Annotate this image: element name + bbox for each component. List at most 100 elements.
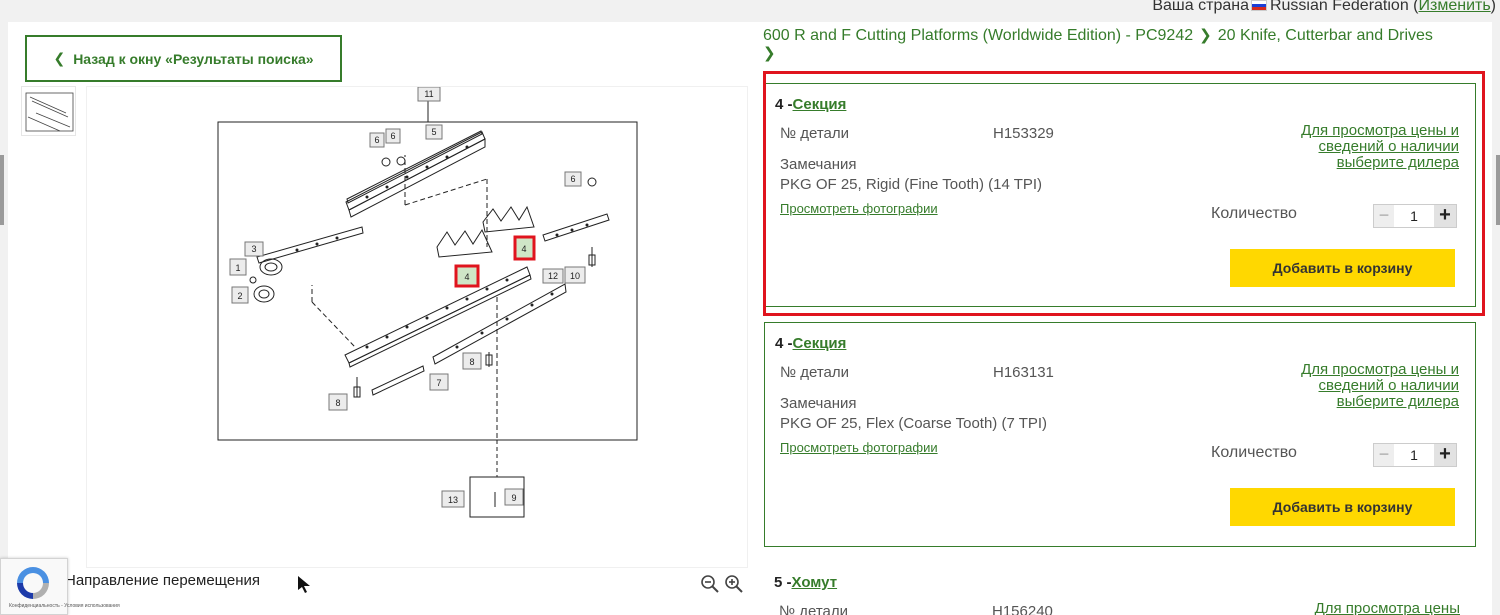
breadcrumb-catalog-link[interactable]: 600 R and F Cutting Platforms (Worldwide…: [763, 27, 1194, 44]
chevron-left-icon: ❮: [53, 50, 66, 66]
svg-text:5: 5: [431, 127, 436, 137]
change-country-link[interactable]: Изменить: [1418, 0, 1491, 14]
back-to-results-button[interactable]: ❮ Назад к окну «Результаты поиска»: [25, 35, 342, 82]
breadcrumb: 600 R and F Cutting Platforms (Worldwide…: [763, 27, 1483, 63]
svg-text:6: 6: [374, 135, 379, 145]
notes-value: PKG OF 25, Rigid (Fine Tooth) (14 TPI): [780, 176, 1043, 193]
callout-2: 2: [231, 286, 249, 304]
part-number-value: H156240: [992, 603, 1053, 615]
callout-10: 10: [564, 266, 586, 284]
country-label: Ваша страна: [1152, 0, 1249, 14]
recaptcha-text: Конфиденциальность - Условия использован…: [9, 603, 120, 609]
part-card-h156240: 5 -Хомут № детали H156240 Для просмотра …: [764, 562, 1476, 615]
callout-11: 11: [417, 86, 441, 102]
svg-text:6: 6: [570, 174, 575, 184]
callout-13: 13: [441, 490, 465, 508]
callout-6b: 6: [385, 128, 401, 144]
quantity-stepper: − 1 +: [1373, 204, 1457, 228]
part-number-label: № детали: [780, 125, 850, 142]
svg-text:13: 13: [448, 495, 458, 505]
part-callout-number: 4: [775, 96, 784, 113]
part-callout-number: 4: [775, 335, 784, 352]
add-to-cart-button[interactable]: Добавить в корзину: [1230, 488, 1455, 526]
part-name-link[interactable]: Секция: [792, 96, 847, 113]
part-number-value: H163131: [993, 364, 1054, 381]
select-dealer-price-link[interactable]: Для просмотра цены и сведений о наличии …: [1301, 361, 1459, 410]
callout-6a: 6: [369, 132, 385, 148]
svg-text:3: 3: [251, 244, 256, 254]
recaptcha-logo-icon: [17, 567, 49, 599]
quantity-decrement-button[interactable]: −: [1374, 444, 1394, 466]
callout-1: 1: [229, 258, 247, 276]
part-name-link[interactable]: Хомут: [791, 574, 838, 591]
part-card-h153329: 4 -Секция № детали H153329 Замечания PKG…: [764, 83, 1476, 307]
country-name: Russian Federation: [1269, 0, 1409, 14]
zoom-in-icon[interactable]: [724, 574, 744, 594]
svg-text:4: 4: [464, 272, 469, 282]
svg-text:1: 1: [235, 263, 240, 273]
svg-text:11: 11: [424, 89, 433, 99]
callout-8a: 8: [462, 352, 482, 370]
callout-6c: 6: [564, 171, 582, 187]
part-number-label: № детали: [780, 364, 850, 381]
svg-text:2: 2: [237, 291, 242, 301]
quantity-increment-button[interactable]: +: [1434, 444, 1456, 466]
diagram-thumbnail[interactable]: [21, 86, 76, 136]
svg-text:8: 8: [335, 398, 340, 408]
quantity-input[interactable]: 1: [1410, 447, 1418, 463]
chevron-right-icon: ❯: [763, 45, 776, 62]
part-card-h163131: 4 -Секция № детали H163131 Замечания PKG…: [764, 322, 1476, 547]
svg-text:12: 12: [548, 271, 558, 281]
part-name-link[interactable]: Секция: [792, 335, 847, 352]
page-content: ❮ Назад к окну «Результаты поиска»: [0, 22, 1492, 615]
chevron-right-icon: ❯: [1199, 27, 1212, 44]
notes-label: Замечания: [780, 395, 857, 412]
callout-7: 7: [429, 373, 449, 391]
callout-5: 5: [425, 124, 443, 140]
notes-label: Замечания: [780, 156, 857, 173]
parts-diagram[interactable]: 11 5 6 6 6 3 1 2 4 4 12 10 8 7 8 13 9: [86, 86, 748, 568]
svg-text:10: 10: [570, 271, 580, 281]
zoom-out-icon[interactable]: [700, 574, 720, 594]
view-photos-link[interactable]: Просмотреть фотографии: [780, 440, 938, 455]
callout-12: 12: [542, 268, 564, 284]
selected-part-highlight: [763, 71, 1485, 316]
part-callout-number: 5: [774, 574, 783, 591]
part-number-value: H153329: [993, 125, 1054, 142]
svg-text:4: 4: [521, 244, 526, 254]
russia-flag-icon: [1250, 0, 1267, 11]
part-number-label: № детали: [779, 603, 849, 615]
svg-text:7: 7: [436, 378, 441, 388]
quantity-increment-button[interactable]: +: [1434, 205, 1456, 227]
quantity-input[interactable]: 1: [1410, 208, 1418, 224]
quantity-label: Количество: [1211, 444, 1297, 461]
callout-9: 9: [504, 488, 524, 506]
callout-4-highlight-a: 4: [454, 264, 480, 288]
svg-text:8: 8: [469, 357, 474, 367]
back-button-label: Назад к окну «Результаты поиска»: [73, 50, 314, 67]
svg-text:6: 6: [390, 131, 395, 141]
add-to-cart-button[interactable]: Добавить в корзину: [1230, 249, 1455, 287]
view-photos-link[interactable]: Просмотреть фотографии: [780, 201, 938, 216]
part-title: 4 -Секция: [775, 96, 847, 113]
quantity-stepper: − 1 +: [1373, 443, 1457, 467]
left-scroll-handle[interactable]: [0, 155, 4, 225]
breadcrumb-section-link[interactable]: 20 Knife, Cutterbar and Drives: [1217, 27, 1433, 44]
arrow-cursor-icon: [298, 576, 310, 593]
quantity-label: Количество: [1211, 205, 1297, 222]
notes-value: PKG OF 25, Flex (Coarse Tooth) (7 TPI): [780, 415, 1048, 432]
navigation-direction-label: Направление перемещения: [65, 572, 260, 589]
part-title: 4 -Секция: [775, 335, 847, 352]
callout-3: 3: [244, 241, 264, 257]
recaptcha-badge[interactable]: Конфиденциальность - Условия использован…: [0, 558, 120, 615]
quantity-decrement-button[interactable]: −: [1374, 205, 1394, 227]
right-scroll-handle[interactable]: [1496, 155, 1500, 225]
svg-text:9: 9: [511, 493, 516, 503]
part-title: 5 -Хомут: [774, 574, 838, 591]
callout-8b: 8: [328, 393, 348, 411]
select-dealer-price-link[interactable]: Для просмотра цены: [1314, 600, 1460, 615]
callout-4-highlight-b: 4: [513, 235, 536, 261]
select-dealer-price-link[interactable]: Для просмотра цены и сведений о наличии …: [1301, 122, 1459, 171]
